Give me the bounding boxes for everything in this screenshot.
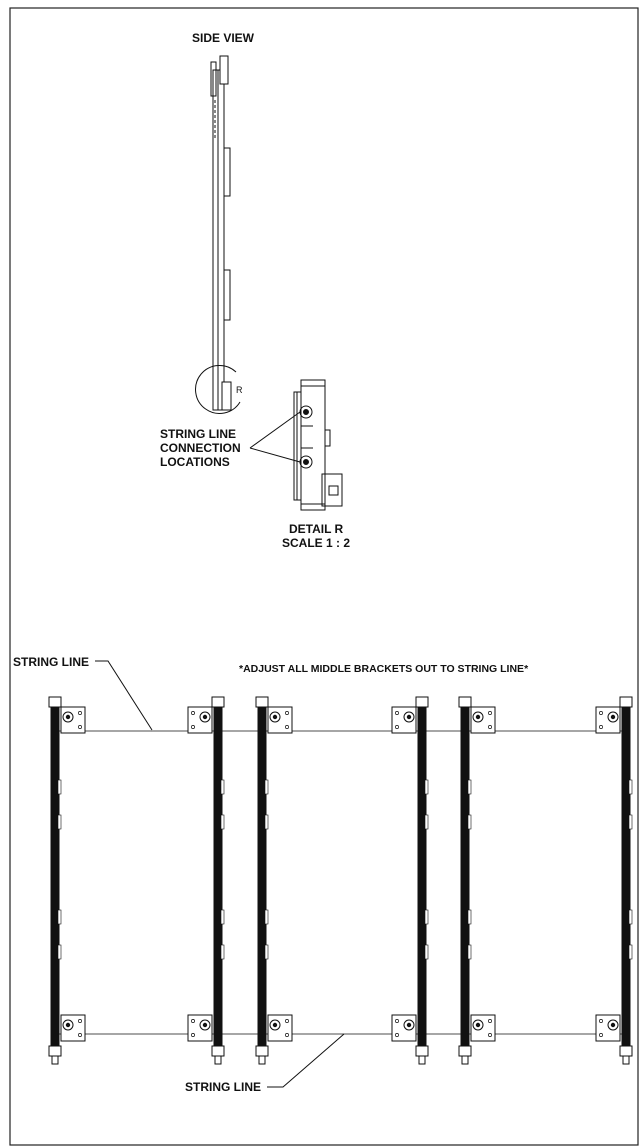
string-line-top-label: STRING LINE bbox=[13, 655, 89, 669]
connection-label-line1: STRING LINE bbox=[160, 427, 236, 441]
bracket-icon bbox=[187, 706, 213, 734]
bracket-icon bbox=[60, 1014, 86, 1042]
bracket-icon bbox=[60, 706, 86, 734]
bracket-icon bbox=[595, 706, 621, 734]
detail-scale: SCALE 1 : 2 bbox=[282, 536, 350, 550]
mounting-posts bbox=[48, 696, 633, 1065]
bracket-icon bbox=[187, 1014, 213, 1042]
side-view-panel bbox=[210, 55, 232, 411]
mounting-post bbox=[595, 696, 633, 1065]
string-line-top-leader bbox=[95, 660, 153, 731]
detail-r-callout-circle bbox=[195, 365, 241, 414]
detail-r-callout-letter: R bbox=[236, 385, 243, 395]
detail-title: DETAIL R bbox=[289, 522, 344, 536]
bracket-icon bbox=[267, 706, 293, 734]
connection-label-line2: CONNECTION bbox=[160, 441, 241, 455]
adjust-brackets-note: *ADJUST ALL MIDDLE BRACKETS OUT TO STRIN… bbox=[239, 663, 529, 675]
bracket-icon bbox=[391, 706, 417, 734]
mounting-post bbox=[48, 696, 86, 1065]
bracket-icon bbox=[470, 706, 496, 734]
mounting-post bbox=[187, 696, 225, 1065]
bracket-icon bbox=[595, 1014, 621, 1042]
sheet-border bbox=[9, 7, 639, 1146]
string-line-bottom-leader bbox=[267, 1033, 345, 1088]
connection-leaders bbox=[249, 411, 301, 463]
side-view-title: SIDE VIEW bbox=[192, 31, 255, 45]
bracket-icon bbox=[470, 1014, 496, 1042]
bracket-icon bbox=[391, 1014, 417, 1042]
connection-label-line3: LOCATIONS bbox=[160, 455, 230, 469]
string-line-bottom-label: STRING LINE bbox=[185, 1080, 261, 1094]
mounting-post bbox=[391, 696, 429, 1065]
mounting-post bbox=[255, 696, 293, 1065]
detail-r-drawing bbox=[293, 379, 343, 511]
bracket-icon bbox=[267, 1014, 293, 1042]
mounting-post bbox=[458, 696, 496, 1065]
